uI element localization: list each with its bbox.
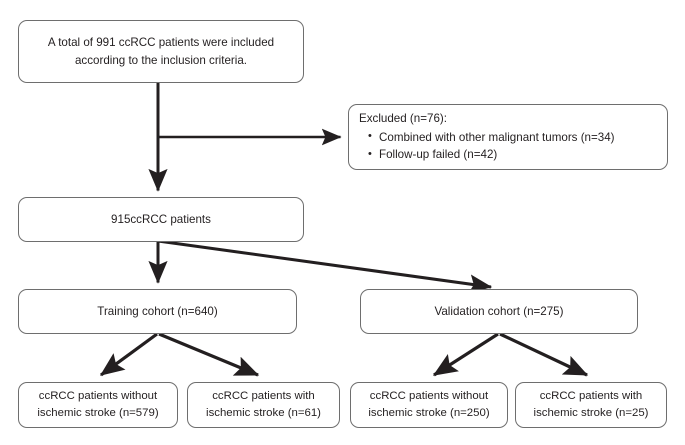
edge-training-to-without-stroke	[99, 332, 158, 377]
excluded-reason-label: Follow-up failed (n=42)	[379, 148, 498, 162]
excluded-reason-label: Combined with other malignant tumors (n=…	[379, 130, 615, 144]
edge-remaining-to-validation	[157, 239, 493, 294]
node-validation-cohort: Validation cohort (n=275)	[360, 289, 638, 334]
bullet-icon: •	[368, 147, 372, 160]
edge-training-to-with-stroke	[158, 332, 260, 377]
edge-validation-to-with-stroke	[499, 332, 589, 377]
leaf-line1: ccRCC patients with	[539, 389, 643, 402]
node-training-without-stroke: ccRCC patients without ischemic stroke (…	[18, 382, 178, 428]
node-remaining-label: 915ccRCC patients	[111, 212, 211, 226]
node-total-line1: A total of 991 ccRCC patients were inclu…	[47, 35, 275, 49]
node-total-line2: according to the inclusion criteria.	[74, 53, 248, 67]
node-validation-with-stroke: ccRCC patients with ischemic stroke (n=2…	[515, 382, 667, 428]
node-training-with-stroke: ccRCC patients with ischemic stroke (n=6…	[187, 382, 340, 428]
leaf-line2: ischemic stroke (n=250)	[368, 407, 490, 419]
node-remaining-patients: 915ccRCC patients	[18, 197, 304, 242]
node-total-patients: A total of 991 ccRCC patients were inclu…	[18, 20, 304, 83]
edge-validation-to-without-stroke	[432, 332, 499, 377]
leaf-line1: ccRCC patients without	[38, 389, 158, 402]
node-training-cohort: Training cohort (n=640)	[18, 289, 297, 334]
leaf-line1: ccRCC patients with	[212, 389, 315, 402]
bullet-icon: •	[368, 130, 372, 143]
node-validation-without-stroke: ccRCC patients without ischemic stroke (…	[350, 382, 508, 428]
node-excluded: Excluded (n=76): • Combined with other m…	[348, 104, 668, 170]
leaf-line2: ischemic stroke (n=579)	[37, 407, 159, 419]
excluded-reason-item: • Follow-up failed (n=42)	[368, 146, 615, 164]
node-training-label: Training cohort (n=640)	[97, 304, 218, 318]
excluded-reason-item: • Combined with other malignant tumors (…	[368, 129, 615, 147]
excluded-reason-list: • Combined with other malignant tumors (…	[359, 129, 615, 164]
excluded-title: Excluded (n=76):	[359, 111, 447, 125]
leaf-line1: ccRCC patients without	[369, 389, 489, 402]
leaf-line2: ischemic stroke (n=25)	[533, 407, 649, 419]
leaf-line2: ischemic stroke (n=61)	[206, 407, 321, 419]
node-validation-label: Validation cohort (n=275)	[434, 304, 564, 318]
